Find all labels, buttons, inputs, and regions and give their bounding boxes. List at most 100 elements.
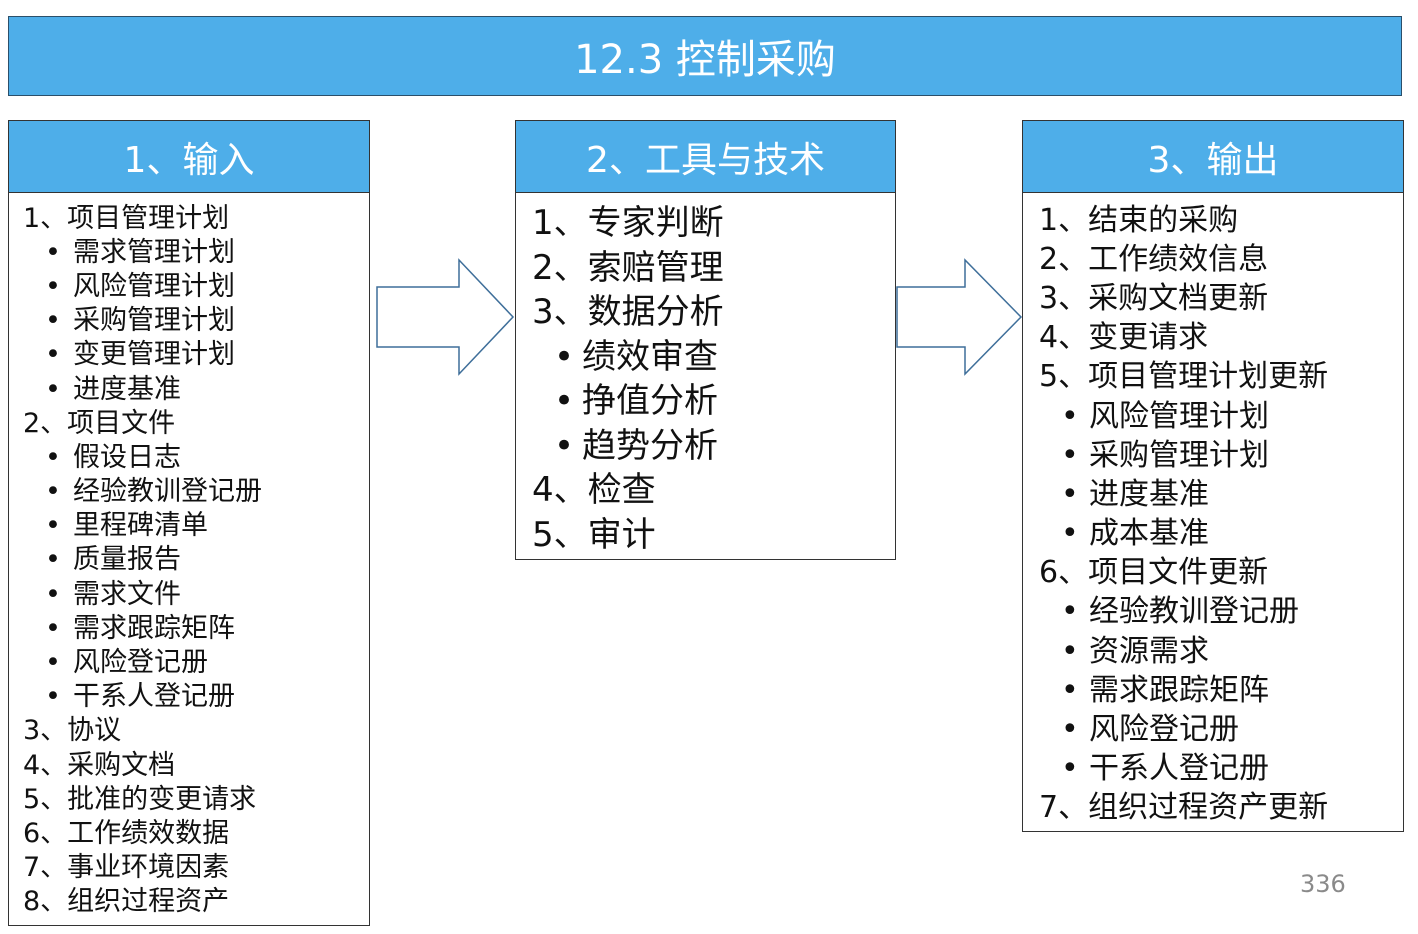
bullet-icon: •	[45, 270, 61, 302]
sub-list-item: • 进度基准	[1039, 475, 1403, 514]
list-item: 5、批准的变更请求	[23, 782, 369, 816]
bullet-icon: •	[45, 681, 61, 713]
list-item-text: 风险管理计划	[73, 270, 235, 302]
sub-list-item: • 里程碑清单	[23, 509, 369, 543]
list-item: 6、工作绩效数据	[23, 816, 369, 850]
list-item-text: 经验教训登记册	[73, 476, 262, 508]
sub-list-item: • 干系人登记册	[23, 680, 369, 714]
sub-list-item: • 采购管理计划	[23, 304, 369, 338]
sub-list-item: • 变更管理计划	[23, 338, 369, 372]
bullet-icon: •	[45, 544, 61, 576]
bullet-icon: •	[45, 578, 61, 610]
list-item-text: 绩效审查	[582, 336, 718, 377]
list-item-text: 1、专家判断	[532, 203, 724, 244]
list-item-text: 需求文件	[73, 578, 181, 610]
list-item-text: 假设日志	[73, 441, 181, 473]
list-item: 4、采购文档	[23, 748, 369, 782]
list-item-text: 7、事业环境因素	[23, 852, 230, 884]
bullet-icon: •	[1061, 437, 1079, 473]
list-item-text: 挣值分析	[582, 381, 718, 422]
list-item-text: 趋势分析	[582, 425, 718, 466]
list-item-text: 变更管理计划	[73, 339, 235, 371]
list-item-text: 4、采购文档	[23, 749, 176, 781]
list-item-text: 进度基准	[73, 373, 181, 405]
list-item-text: 里程碑清单	[73, 510, 208, 542]
list-item: 7、事业环境因素	[23, 851, 369, 885]
sub-list-item: • 需求文件	[23, 577, 369, 611]
bullet-icon: •	[554, 336, 575, 377]
bullet-icon: •	[1061, 672, 1079, 708]
bullet-icon: •	[45, 647, 61, 679]
sub-list-item: •挣值分析	[532, 379, 895, 424]
list-item-text: 7、组织过程资产更新	[1039, 790, 1329, 826]
bullet-icon: •	[1061, 751, 1079, 787]
list-item-text: 6、工作绩效数据	[23, 817, 230, 849]
bullet-icon: •	[1061, 633, 1079, 669]
list-item: 2、项目文件	[23, 406, 369, 440]
bullet-icon: •	[45, 510, 61, 542]
list-item-text: 资源需求	[1089, 633, 1209, 669]
list-item: 1、项目管理计划	[23, 201, 369, 235]
list-item-text: 2、索赔管理	[532, 247, 724, 288]
sub-list-item: • 经验教训登记册	[23, 475, 369, 509]
bullet-icon: •	[45, 476, 61, 508]
list-item-text: 采购管理计划	[73, 305, 235, 337]
sub-list-item: • 进度基准	[23, 372, 369, 406]
list-item-text: 干系人登记册	[73, 681, 235, 713]
list-item-text: 5、项目管理计划更新	[1039, 359, 1329, 395]
bullet-icon: •	[45, 373, 61, 405]
list-item-text: 4、检查	[532, 470, 656, 511]
sub-list-item: •趋势分析	[532, 424, 895, 469]
input-panel: 1、输入 1、项目管理计划•需求管理计划•风险管理计划•采购管理计划•变更管理计…	[8, 120, 370, 926]
bullet-icon: •	[1061, 594, 1079, 630]
bullet-icon: •	[45, 305, 61, 337]
list-item-text: 5、批准的变更请求	[23, 783, 257, 815]
list-item: 1、结束的采购	[1039, 201, 1403, 240]
bullet-icon: •	[554, 425, 575, 466]
page-number: 336	[1300, 870, 1346, 898]
list-item-text: 需求跟踪矩阵	[73, 612, 235, 644]
sub-list-item: • 风险管理计划	[23, 269, 369, 303]
sub-list-item: •需求管理计划	[23, 235, 369, 269]
list-item-text: 3、协议	[23, 715, 122, 747]
list-item-text: 风险登记册	[1089, 712, 1239, 748]
list-item: 2、索赔管理	[532, 246, 895, 291]
input-list: 1、项目管理计划•需求管理计划•风险管理计划•采购管理计划•变更管理计划•进度基…	[9, 193, 369, 919]
list-item-text: 4、变更请求	[1039, 320, 1209, 356]
sub-list-item: • 需求跟踪矩阵	[23, 611, 369, 645]
list-item-text: 3、采购文档更新	[1039, 280, 1269, 316]
sub-list-item: • 资源需求	[1039, 632, 1403, 671]
list-item-text: 经验教训登记册	[1089, 594, 1299, 630]
list-item-text: 8、组织过程资产	[23, 886, 230, 918]
right-block-arrow-icon	[376, 258, 515, 376]
output-panel-heading: 3、输出	[1023, 121, 1403, 193]
tools-panel-heading: 2、工具与技术	[516, 121, 895, 193]
list-item: 3、协议	[23, 714, 369, 748]
list-item: 4、变更请求	[1039, 319, 1403, 358]
page-title-text: 12.3 控制采购	[574, 37, 836, 83]
list-item-text: 5、审计	[532, 514, 656, 555]
sub-list-item: •需求跟踪矩阵	[1039, 671, 1403, 710]
list-item: 1、专家判断	[532, 201, 895, 246]
list-item: 5、审计	[532, 513, 895, 558]
list-item-text: 进度基准	[1089, 476, 1209, 512]
sub-list-item: • 风险登记册	[1039, 710, 1403, 749]
bullet-icon: •	[45, 236, 61, 268]
list-item: 5、项目管理计划更新	[1039, 358, 1403, 397]
sub-list-item: • 质量报告	[23, 543, 369, 577]
list-item-text: 2、工作绩效信息	[1039, 241, 1269, 277]
sub-list-item: • 采购管理计划	[1039, 436, 1403, 475]
list-item: 2、工作绩效信息	[1039, 240, 1403, 279]
list-item: 3、数据分析	[532, 290, 895, 335]
list-item-text: 质量报告	[73, 544, 181, 576]
bullet-icon: •	[1061, 712, 1079, 748]
list-item: 4、检查	[532, 468, 895, 513]
sub-list-item: • 经验教训登记册	[1039, 593, 1403, 632]
bullet-icon: •	[1061, 476, 1079, 512]
bullet-icon: •	[45, 339, 61, 371]
list-item-text: 采购管理计划	[1089, 437, 1269, 473]
bullet-icon: •	[45, 612, 61, 644]
sub-list-item: •成本基准	[1039, 515, 1403, 554]
list-item-text: 6、项目文件更新	[1039, 555, 1269, 591]
